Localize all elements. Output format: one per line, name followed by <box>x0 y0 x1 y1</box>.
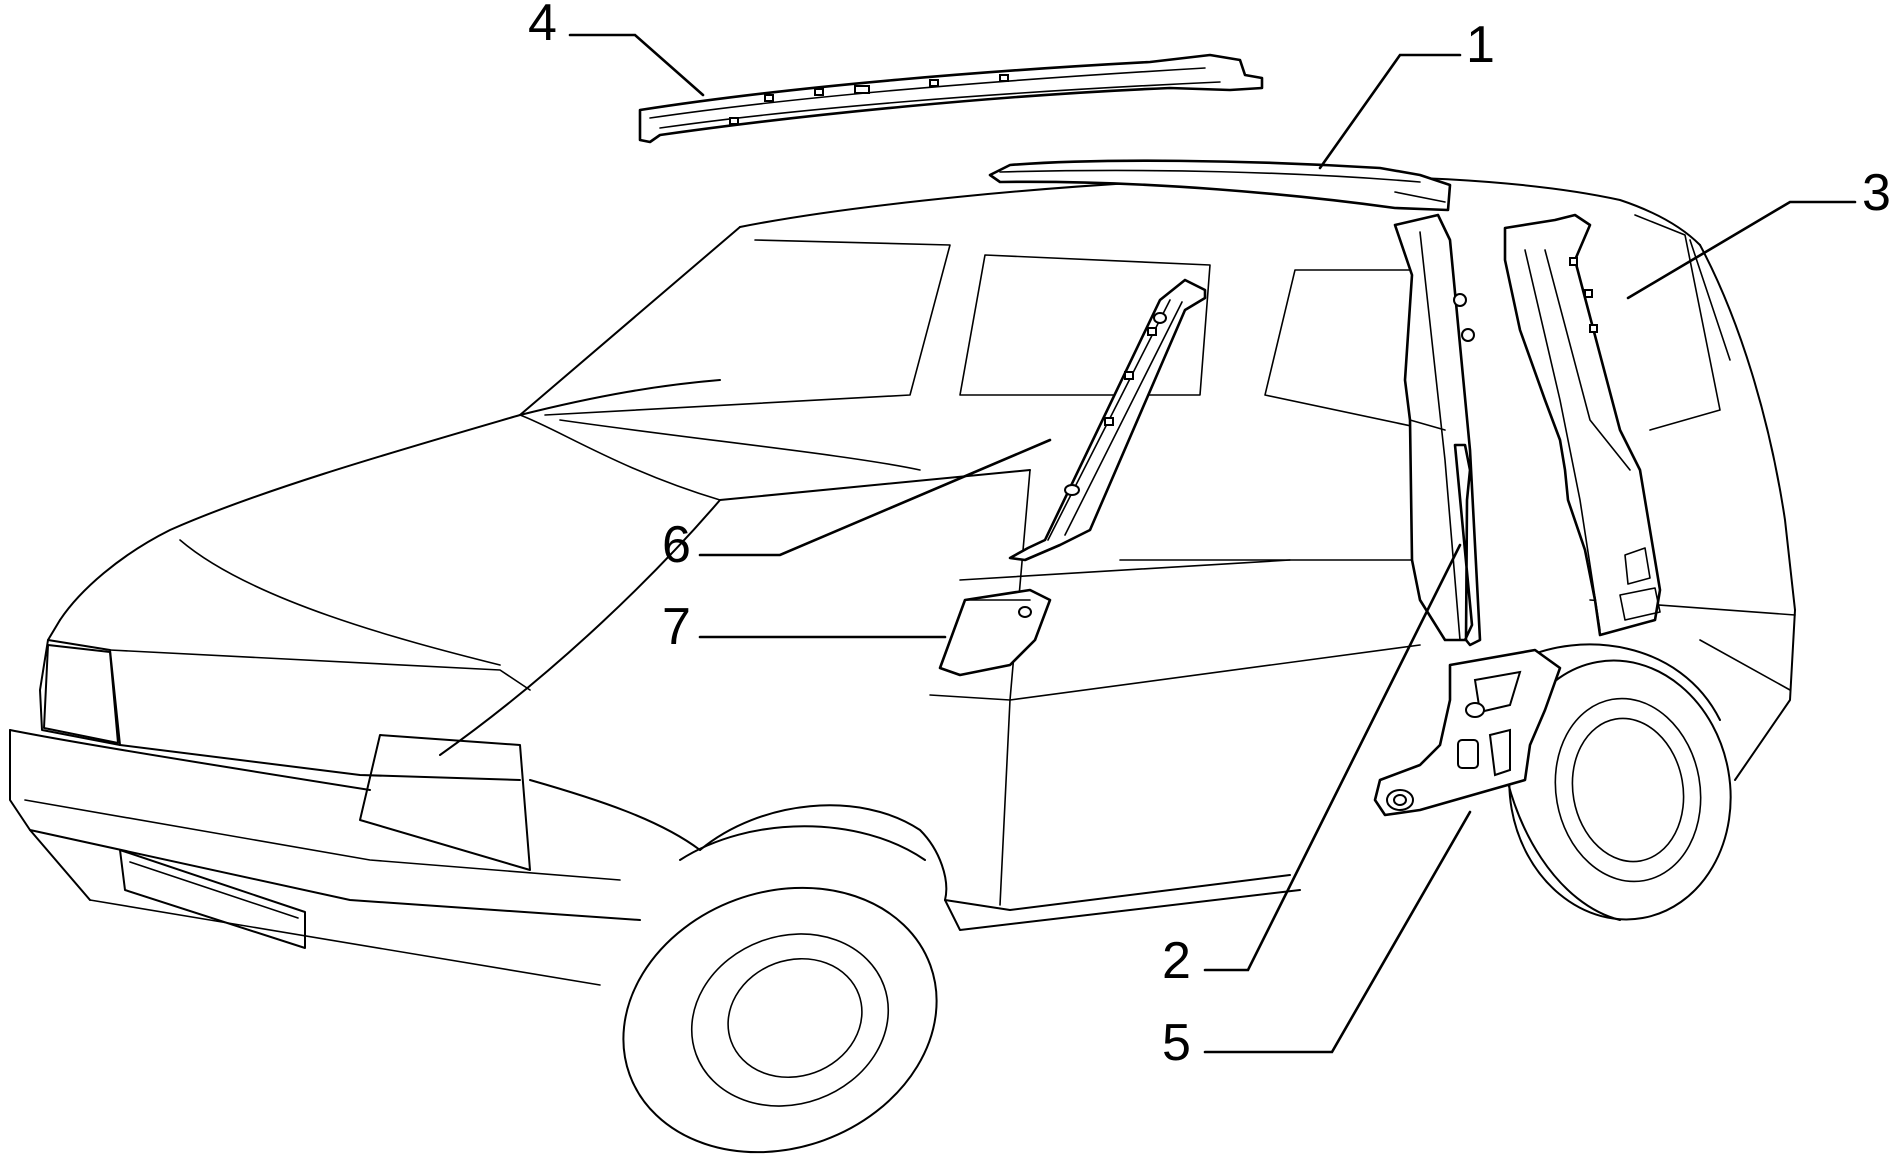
callout-7: 7 <box>662 598 691 656</box>
leader-2 <box>1203 543 1462 972</box>
callout-1: 1 <box>1466 16 1495 74</box>
leader-6 <box>698 438 1052 557</box>
leader-4 <box>568 33 705 97</box>
part-1-roof-side-rail <box>988 159 1452 212</box>
callout-4: 4 <box>528 0 557 52</box>
callout-5: 5 <box>1162 1014 1191 1072</box>
leader-5 <box>1203 810 1472 1054</box>
part-5-b-pillar-lower-panel <box>1373 648 1562 817</box>
callout-6: 6 <box>662 516 691 574</box>
leader-1 <box>1318 53 1462 170</box>
callout-labels: 4 1 3 6 7 2 5 <box>528 0 1891 1072</box>
part-6-a-pillar <box>1008 278 1207 562</box>
part-2-b-pillar <box>1393 213 1482 647</box>
callout-3: 3 <box>1862 164 1891 222</box>
part-7-a-pillar-lower-gusset <box>938 588 1052 677</box>
part-3-c-pillar <box>1503 213 1662 637</box>
part-4-roof-rail-reinforcement <box>638 53 1264 144</box>
leader-3 <box>1626 200 1857 300</box>
callout-leaders <box>568 33 1857 1054</box>
callout-2: 2 <box>1162 932 1191 990</box>
